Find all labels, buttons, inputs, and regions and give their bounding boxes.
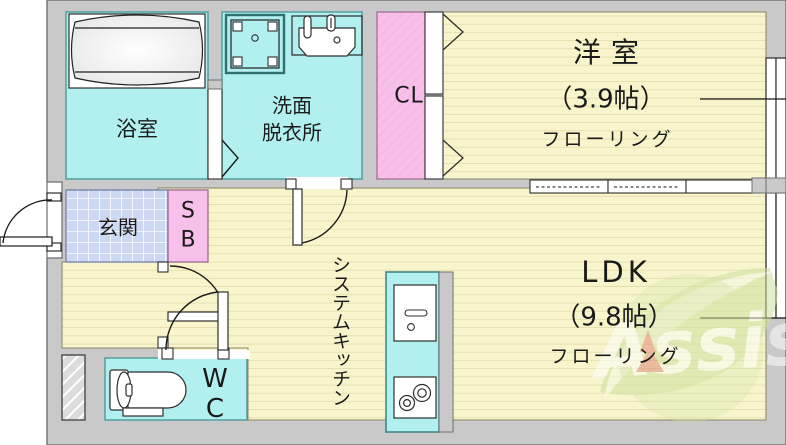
washing-machine-pan-icon — [224, 13, 286, 75]
sliding-partition-icon — [529, 179, 775, 194]
room-label-ldk-size: （9.8帖） — [554, 302, 674, 333]
svg-text:Assist: Assist — [586, 293, 786, 397]
wall-stub-icon — [751, 177, 767, 194]
room-label-ldk-floor: フローリング — [549, 345, 682, 368]
room-label-western-size: （3.9帖） — [546, 84, 666, 115]
room-label-toilet-bottom: C — [205, 394, 225, 424]
bathroom-folding-door-icon — [207, 79, 239, 180]
kitchen-unit — [385, 271, 454, 433]
room-label-washroom-line2: 脱衣所 — [262, 120, 322, 145]
room-label-western-name: 洋室 — [572, 36, 650, 69]
watermark-logo: Assist — [586, 268, 786, 422]
toilet-bowl-icon — [109, 369, 187, 417]
room-label-kitchen: システムキッチン — [329, 255, 351, 407]
kitchen-sink-icon — [393, 284, 437, 342]
room-entrance — [65, 189, 209, 263]
meter-panel-icon — [61, 354, 86, 421]
room-label-closet: CL — [394, 83, 424, 109]
entrance-swing-door-icon — [0, 192, 62, 252]
room-label-ldk-name: LDK — [581, 255, 651, 289]
toilet-swing-door-icon — [158, 291, 250, 360]
room-label-shoebox-top: S — [181, 198, 195, 224]
balcony-window-icon — [700, 57, 786, 319]
room-label-western-floor: フローリング — [541, 128, 674, 151]
closet-folding-doors-icon — [424, 11, 464, 180]
room-label-washroom-line1: 洗面 — [272, 93, 312, 118]
room-western — [442, 11, 767, 180]
vanity-sink-icon — [291, 14, 363, 57]
bathtub-icon — [70, 14, 204, 86]
room-label-shoebox-bottom: B — [180, 227, 196, 253]
room-label-bathroom: 浴室 — [116, 117, 158, 141]
room-label-toilet-top: W — [202, 364, 228, 394]
room-label-entrance: 玄関 — [98, 215, 138, 240]
wall-stub-icon — [765, 177, 786, 194]
washroom-swing-door-icon — [285, 177, 353, 246]
